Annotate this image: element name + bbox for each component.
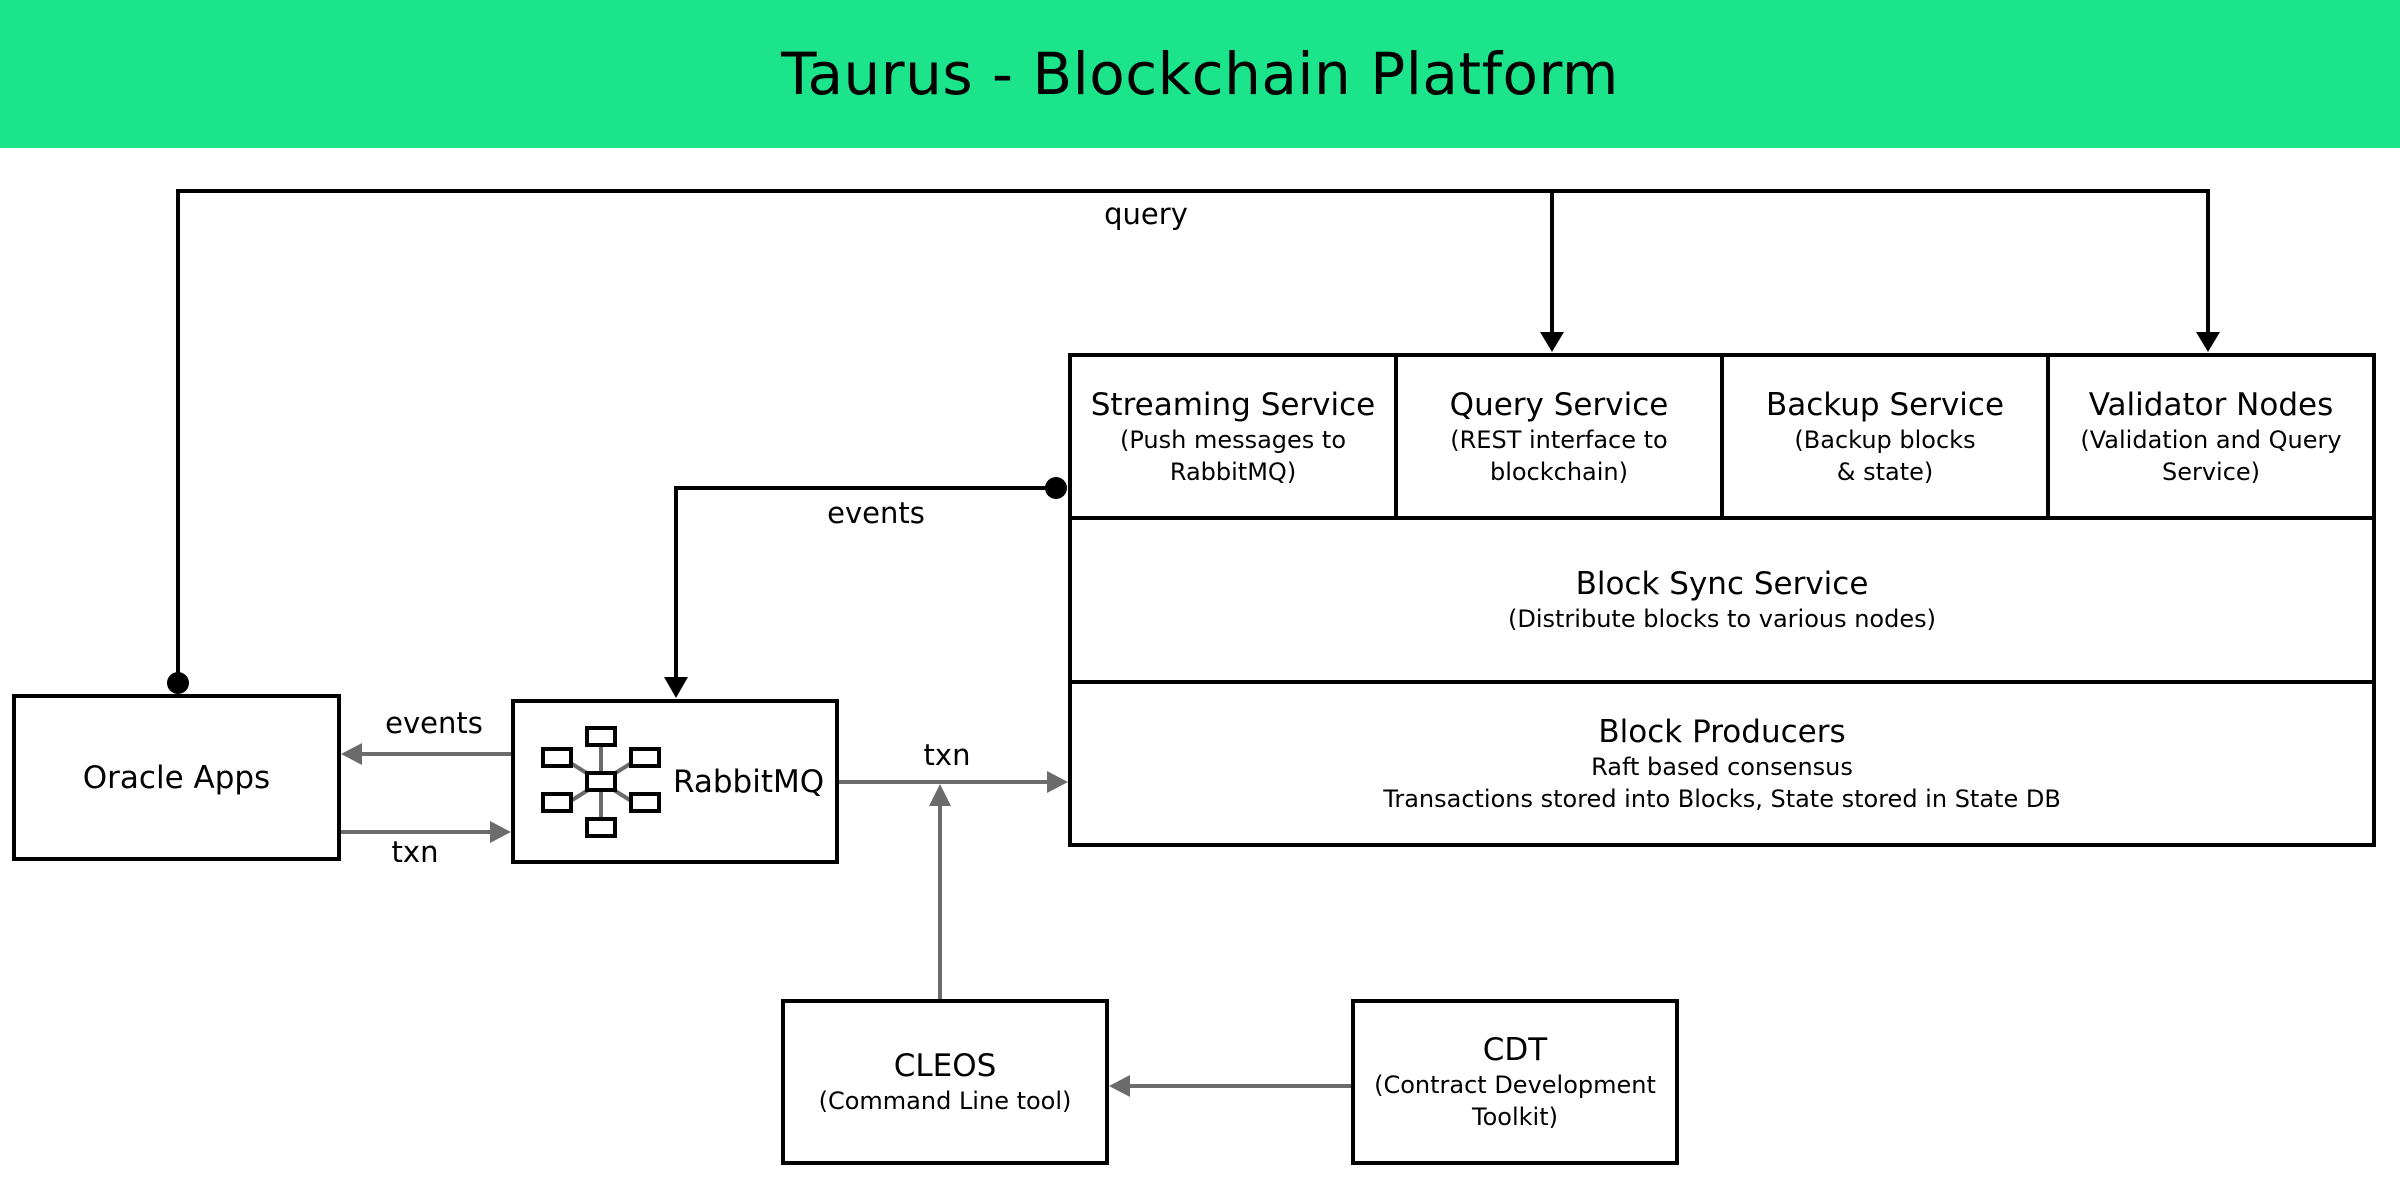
- cleos-connector: [929, 784, 951, 1000]
- txn-producers-label: txn: [923, 738, 971, 772]
- cdt-subtitle: (Contract Development: [1374, 1071, 1656, 1099]
- arrowhead-icon: [490, 821, 511, 843]
- block-producers[interactable]: Block Producers Raft based consensus Tra…: [1072, 684, 2372, 843]
- service-title: Backup Service: [1765, 386, 2005, 423]
- cdt-title: CDT: [1482, 1032, 1548, 1068]
- txn-oracle-label: txn: [391, 835, 439, 869]
- arrowhead-icon: [1540, 332, 1564, 352]
- service-title: Streaming Service: [1090, 386, 1376, 423]
- txn-to-rabbitmq-connector: [340, 821, 511, 843]
- events-to-oracle-connector: [341, 743, 511, 765]
- service-subtitle: & state): [1836, 457, 1934, 486]
- arrowhead-icon: [341, 743, 362, 765]
- query-connector: [167, 189, 2220, 694]
- block-sync-subtitle: (Distribute blocks to various nodes): [1508, 605, 1936, 633]
- service-subtitle: blockchain): [1489, 457, 1629, 486]
- service-subtitle: (Push messages to: [1119, 425, 1347, 454]
- cleos-node[interactable]: CLEOS (Command Line tool): [781, 999, 1109, 1165]
- service-streaming[interactable]: Streaming Service (Push messages to Rabb…: [1072, 357, 1398, 520]
- query-label: query: [1104, 197, 1188, 231]
- header-banner: Taurus - Blockchain Platform: [0, 0, 2400, 148]
- service-validator[interactable]: Validator Nodes (Validation and Query Se…: [2050, 357, 2372, 520]
- cleos-title: CLEOS: [893, 1048, 997, 1084]
- block-producers-title: Block Producers: [1598, 713, 1846, 750]
- platform-container: Streaming Service (Push messages to Rabb…: [1068, 353, 2376, 847]
- block-sync-service[interactable]: Block Sync Service (Distribute blocks to…: [1072, 520, 2372, 684]
- page-title: Taurus - Blockchain Platform: [781, 40, 1619, 108]
- cdt-connector: [1109, 1075, 1352, 1097]
- rabbitmq-node[interactable]: RabbitMQ: [511, 699, 839, 864]
- events-label: events: [827, 496, 925, 530]
- service-subtitle: (Backup blocks: [1794, 425, 1976, 454]
- cdt-subtitle: Toolkit): [1472, 1103, 1558, 1131]
- arrowhead-icon: [929, 784, 951, 806]
- service-subtitle: RabbitMQ): [1169, 457, 1297, 486]
- cleos-subtitle: (Command Line tool): [818, 1087, 1072, 1115]
- cdt-node[interactable]: CDT (Contract Development Toolkit): [1351, 999, 1679, 1165]
- service-subtitle: (Validation and Query: [2080, 425, 2342, 454]
- service-subtitle: (REST interface to: [1450, 425, 1668, 454]
- events-connector: [664, 477, 1067, 698]
- arrowhead-icon: [1047, 771, 1068, 793]
- arrowhead-icon: [1109, 1075, 1130, 1097]
- txn-to-producers-connector: [838, 771, 1068, 793]
- rabbitmq-title: RabbitMQ: [673, 763, 825, 800]
- block-sync-title: Block Sync Service: [1575, 566, 1869, 602]
- oracle-apps-title: Oracle Apps: [82, 759, 271, 796]
- block-producers-line2: Transactions stored into Blocks, State s…: [1383, 784, 2061, 813]
- oracle-apps-node[interactable]: Oracle Apps: [12, 694, 341, 861]
- service-title: Validator Nodes: [2088, 386, 2334, 423]
- service-backup[interactable]: Backup Service (Backup blocks & state): [1724, 357, 2050, 520]
- connector-dot-icon: [167, 672, 189, 694]
- block-producers-line1: Raft based consensus: [1591, 752, 1853, 781]
- arrowhead-icon: [2196, 332, 2220, 352]
- service-query[interactable]: Query Service (REST interface to blockch…: [1398, 357, 1724, 520]
- events-oracle-label: events: [385, 706, 483, 740]
- hub-network-icon: [541, 725, 661, 838]
- connector-dot-icon: [1045, 477, 1067, 499]
- arrowhead-icon: [664, 677, 688, 698]
- service-title: Query Service: [1449, 386, 1669, 423]
- service-subtitle: Service): [2161, 457, 2261, 486]
